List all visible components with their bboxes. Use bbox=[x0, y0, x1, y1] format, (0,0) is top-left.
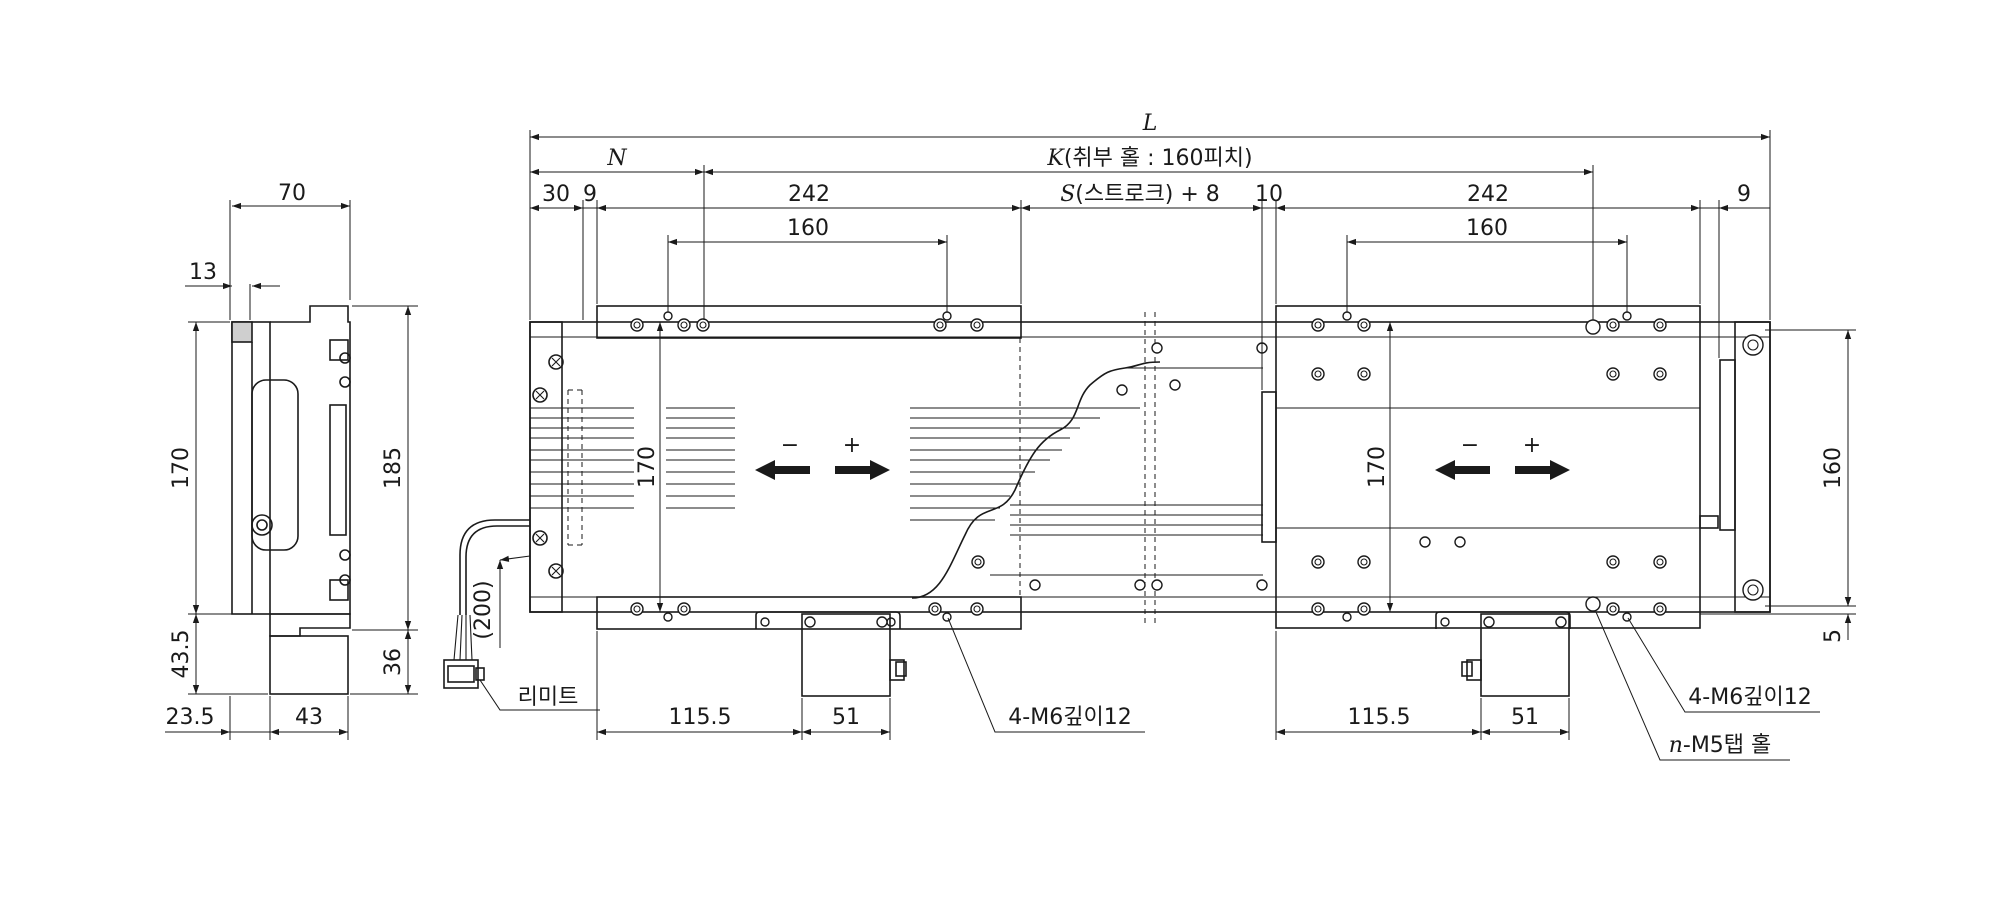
limit-label: 리미트 bbox=[518, 685, 579, 710]
m6-callout-right: 4-M6깊이12 bbox=[1688, 685, 1811, 710]
m5-n: n bbox=[1669, 733, 1683, 758]
dim-242-right: 242 bbox=[1467, 182, 1509, 207]
dim-5: 5 bbox=[1821, 629, 1846, 643]
side-13: 13 bbox=[189, 260, 217, 285]
dim-K-note: (취부 홀 : 160피치) bbox=[1064, 146, 1253, 171]
dim-115-5-left: 115.5 bbox=[669, 705, 732, 730]
dim-170-body: 170 bbox=[635, 446, 660, 488]
m5-callout: n-M5탭 홀 bbox=[1669, 733, 1772, 758]
m5-text: -M5탭 홀 bbox=[1683, 733, 1771, 758]
dim-115-5-right: 115.5 bbox=[1348, 705, 1411, 730]
m6-callout-left: 4-M6깊이12 bbox=[1008, 705, 1131, 730]
dim-S-note: (스트로크) + 8 bbox=[1075, 182, 1220, 207]
side-23-5: 23.5 bbox=[166, 705, 215, 730]
dim-160-right: 160 bbox=[1466, 216, 1508, 241]
dim-L: L bbox=[1142, 111, 1158, 136]
top-view: − + bbox=[443, 111, 1856, 761]
left-stripes bbox=[530, 407, 1140, 521]
dim-30: 30 bbox=[542, 182, 570, 207]
dim-K: K bbox=[1046, 146, 1065, 171]
dim-51-left: 51 bbox=[832, 705, 860, 730]
side-43-5: 43.5 bbox=[169, 630, 194, 679]
left-end-screws bbox=[532, 354, 564, 579]
left-carriage-holes bbox=[630, 311, 1268, 622]
dim-160-left: 160 bbox=[787, 216, 829, 241]
left-minus: − bbox=[781, 433, 799, 458]
dim-9-right: 9 bbox=[1737, 182, 1751, 207]
right-minus: − bbox=[1461, 433, 1479, 458]
dim-242-left: 242 bbox=[788, 182, 830, 207]
dim-10: 10 bbox=[1255, 182, 1283, 207]
dim-170-right: 170 bbox=[1365, 446, 1390, 488]
side-width-70: 70 bbox=[278, 181, 306, 206]
dim-S-label: S(스트로크) + 8 bbox=[1060, 182, 1220, 207]
right-carriage-holes bbox=[1311, 311, 1667, 622]
side-height-170: 170 bbox=[169, 447, 194, 489]
cable-length: (200) bbox=[471, 580, 496, 639]
side-view: 70 13 170 185 43.5 36 23.5 43 bbox=[165, 181, 418, 740]
dim-160-side: 160 bbox=[1821, 447, 1846, 489]
left-direction-arrows: − + bbox=[755, 433, 890, 480]
side-43: 43 bbox=[295, 705, 323, 730]
left-plus: + bbox=[843, 433, 861, 458]
dim-S: S bbox=[1060, 182, 1075, 207]
side-height-185: 185 bbox=[381, 447, 406, 489]
side-36: 36 bbox=[381, 648, 406, 676]
dim-51-right: 51 bbox=[1511, 705, 1539, 730]
right-direction-arrows: − + bbox=[1435, 433, 1570, 480]
right-plus: + bbox=[1523, 433, 1541, 458]
dim-K-label: K(취부 홀 : 160피치) bbox=[1046, 146, 1252, 171]
dim-9-left: 9 bbox=[583, 182, 597, 207]
dim-N: N bbox=[606, 146, 627, 171]
